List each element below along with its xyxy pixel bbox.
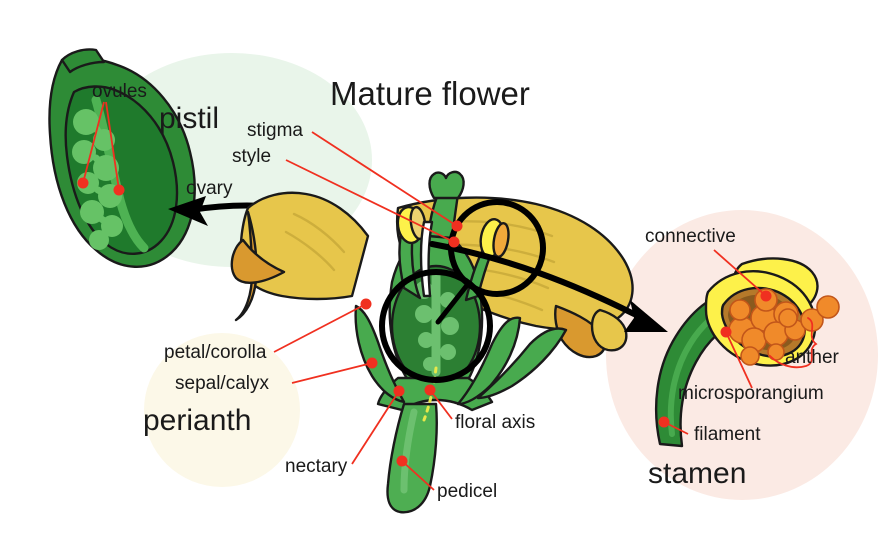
sepal-right-outer: [476, 327, 568, 400]
stamen-arrowhead: [624, 300, 668, 332]
stamen-detail-drawing: [655, 257, 840, 448]
label-pedicel: pedicel: [437, 481, 497, 502]
sepal-left: [354, 304, 406, 404]
magnifier-ovary: [379, 269, 493, 383]
perianth-region-background: [144, 333, 300, 487]
pedicel: [386, 402, 438, 514]
label-anther: anther: [785, 347, 840, 368]
ovary-stalk: [60, 48, 106, 74]
leader-lines: [273, 131, 818, 491]
label-connective: connective: [645, 226, 736, 247]
section-label-stamen: stamen: [648, 457, 746, 490]
label-style: style: [232, 146, 271, 167]
arrow-label-ovary: ovary: [186, 178, 233, 199]
label-petal-corolla: petal/corolla: [164, 342, 267, 363]
label-microsporangium: microsporangium: [678, 383, 824, 404]
stamen-center-filament: [419, 220, 434, 298]
page-title: Mature flower: [330, 75, 530, 112]
ovules-leader: [77, 101, 125, 196]
label-floral-axis: floral axis: [455, 412, 535, 433]
label-stigma: stigma: [247, 120, 303, 141]
petal-right-tip: [590, 308, 628, 352]
sepal-right: [456, 316, 522, 406]
label-filament: filament: [694, 424, 761, 445]
pedicel-highlight: [400, 408, 418, 494]
section-label-perianth: perianth: [143, 404, 251, 437]
floral-axis-line: [422, 366, 438, 422]
label-sepal-calyx: sepal/calyx: [175, 373, 269, 394]
stamen-arrow: [429, 241, 668, 332]
petal-left-lobe: [230, 238, 286, 284]
label-nectary: nectary: [285, 456, 348, 477]
pollen-grains-released: [778, 295, 840, 332]
stigma: [428, 170, 465, 200]
ovary-arrowhead: [168, 196, 208, 226]
section-label-pistil: pistil: [159, 102, 219, 135]
label-ovules: ovules: [92, 81, 147, 102]
ovule-stalks: [92, 124, 116, 230]
magnifier-anther-handle: [435, 281, 471, 325]
